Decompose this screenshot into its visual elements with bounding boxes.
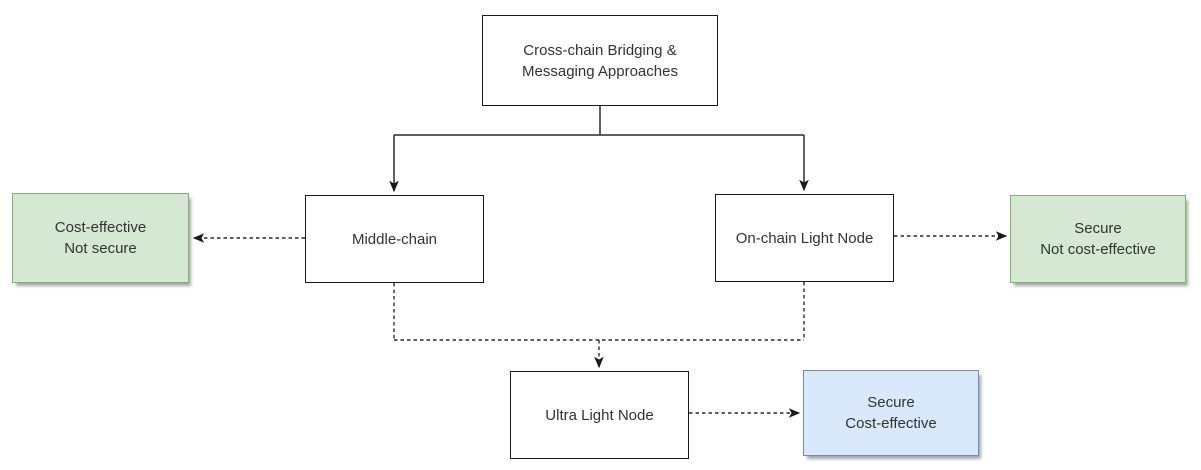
node-root-label-line1: Cross-chain Bridging & (523, 41, 677, 59)
right-outcome-line1: Secure (1074, 220, 1122, 237)
node-root: Cross-chain Bridging & Messaging Approac… (482, 15, 718, 106)
node-ultra-light-node: Ultra Light Node (510, 371, 689, 459)
bottom-outcome-line1: Secure (867, 394, 915, 411)
left-outcome-line1: Cost-effective (54, 219, 147, 236)
bottom-outcome-line2: Cost-effective (845, 415, 937, 432)
node-outcome-secure-not-cost-effective: Secure Not cost-effective (1010, 195, 1186, 283)
node-middle-chain: Middle-chain (305, 195, 484, 283)
node-middle-chain-label: Middle-chain (351, 230, 438, 248)
node-on-chain-label: On-chain Light Node (735, 229, 874, 247)
node-outcome-secure-cost-effective: Secure Cost-effective (803, 370, 979, 456)
node-root-label-line2: Messaging Approaches (522, 62, 678, 80)
node-outcome-cost-effective-not-secure: Cost-effective Not secure (12, 193, 189, 283)
node-on-chain-light-node: On-chain Light Node (715, 194, 894, 282)
node-ultra-label: Ultra Light Node (545, 406, 654, 424)
left-outcome-line2: Not secure (64, 240, 137, 257)
right-outcome-line2: Not cost-effective (1040, 241, 1156, 258)
